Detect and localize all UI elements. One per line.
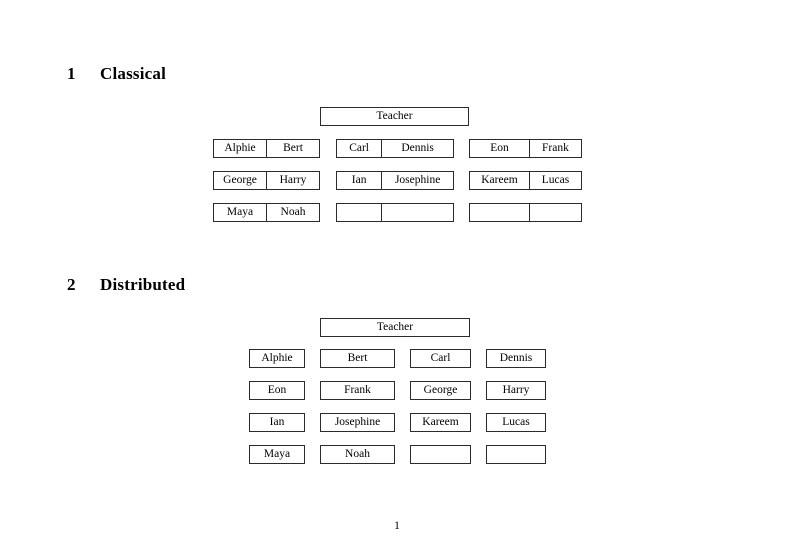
student-box-empty (410, 445, 471, 464)
section-heading-classical: 1 Classical (67, 64, 166, 84)
table-row (336, 203, 454, 222)
student-cell: Noah (266, 204, 319, 221)
student-box: Dennis (486, 349, 546, 368)
student-box: Bert (320, 349, 395, 368)
student-box: Lucas (486, 413, 546, 432)
student-cell: Maya (226, 206, 254, 218)
student-cell: Alphie (224, 142, 256, 154)
section-number: 1 (67, 64, 76, 83)
table-row: Maya Noah (213, 203, 320, 222)
student-cell: Carl (349, 142, 370, 154)
section-title: Classical (100, 64, 167, 83)
student-cell-empty (528, 204, 581, 221)
student-box: Josephine (320, 413, 395, 432)
student-cell: Lucas (528, 172, 581, 189)
student-cell-empty (337, 204, 381, 221)
student-cell: Bert (266, 140, 319, 157)
section-heading-distributed: 2 Distributed (67, 275, 185, 295)
student-cell: Josephine (381, 172, 453, 189)
student-box: Alphie (249, 349, 305, 368)
student-cell: Harry (266, 172, 319, 189)
student-box: Kareem (410, 413, 471, 432)
student-box-empty (486, 445, 546, 464)
student-cell-empty (381, 204, 453, 221)
student-cell: Eon (490, 142, 509, 154)
table-row: Kareem Lucas (469, 171, 582, 190)
table-row: Eon Frank (469, 139, 582, 158)
student-cell: Kareem (481, 174, 518, 186)
teacher-box-distributed: Teacher (320, 318, 470, 337)
student-box: Eon (249, 381, 305, 400)
student-cell: Ian (351, 174, 367, 186)
student-cell: Dennis (381, 140, 453, 157)
table-row: Alphie Bert (213, 139, 320, 158)
student-box: George (410, 381, 471, 400)
student-box: Harry (486, 381, 546, 400)
table-row: George Harry (213, 171, 320, 190)
table-row (469, 203, 582, 222)
student-cell-empty (470, 204, 529, 221)
student-box: Noah (320, 445, 395, 464)
student-cell: Frank (528, 140, 581, 157)
student-box: Frank (320, 381, 395, 400)
section-title: Distributed (100, 275, 186, 294)
student-box: Maya (249, 445, 305, 464)
student-cell: George (223, 174, 257, 186)
student-box: Carl (410, 349, 471, 368)
page-number: 1 (394, 520, 400, 532)
table-row: Carl Dennis (336, 139, 454, 158)
section-number: 2 (67, 275, 76, 294)
table-row: Ian Josephine (336, 171, 454, 190)
student-box: Ian (249, 413, 305, 432)
teacher-box-classical: Teacher (320, 107, 469, 126)
